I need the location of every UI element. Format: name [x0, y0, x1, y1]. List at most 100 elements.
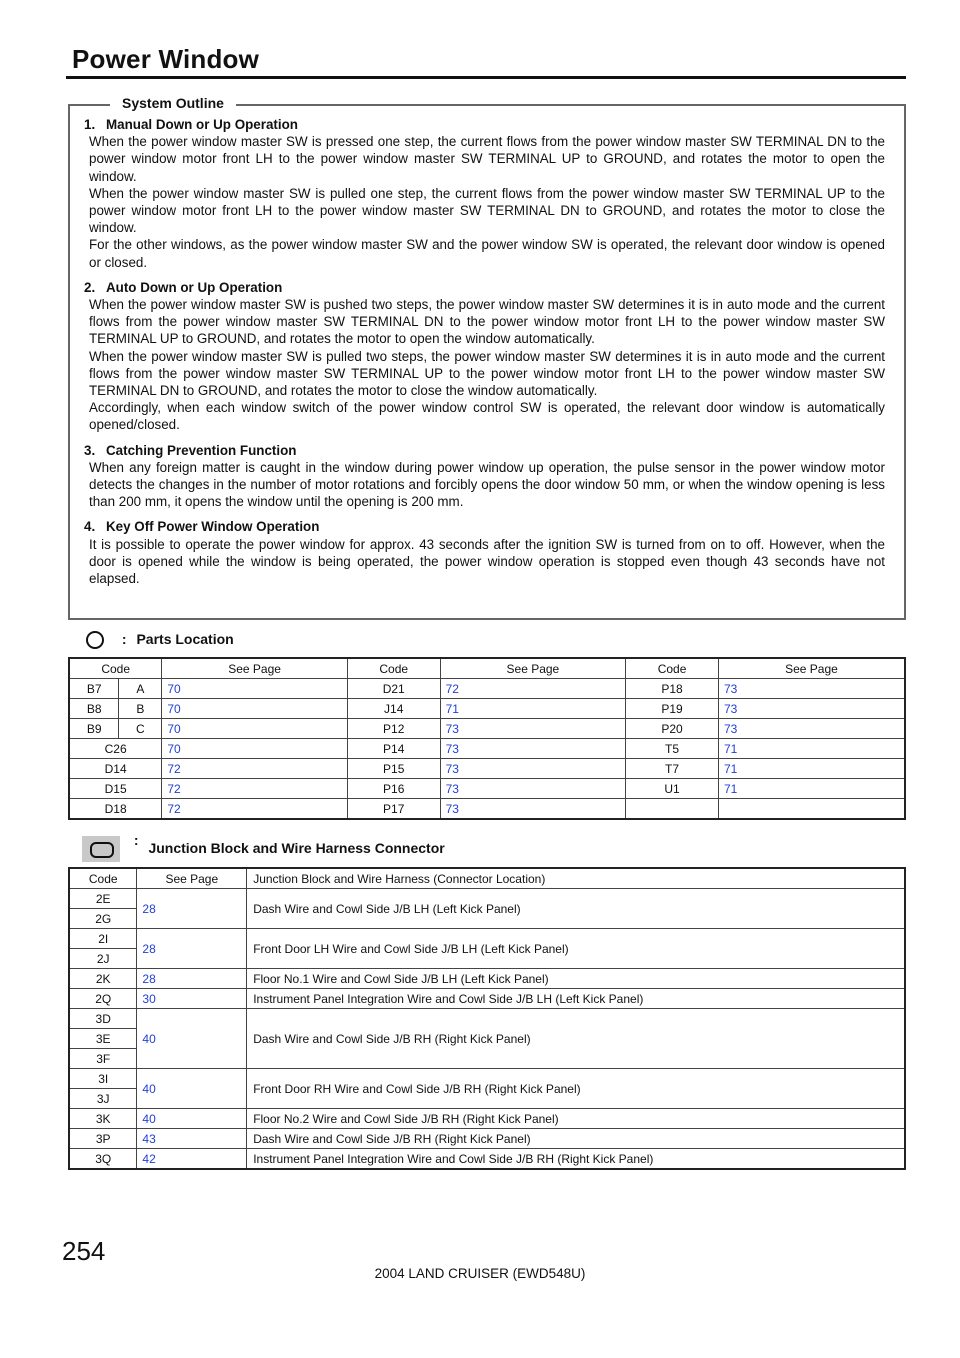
connector-location-cell: Dash Wire and Cowl Side J/B LH (Left Kic…	[246, 888, 906, 929]
see-page-link[interactable]: 28	[136, 888, 248, 929]
see-page-link[interactable]: 70	[161, 738, 348, 759]
section-number: 1.	[84, 117, 96, 132]
code-cell: J14	[346, 698, 441, 719]
see-page-link[interactable]: 70	[161, 678, 348, 699]
connector-location-cell: Instrument Panel Integration Wire and Co…	[246, 1148, 906, 1170]
see-page-link[interactable]: 71	[717, 758, 906, 779]
connector-marker-icon	[82, 836, 120, 862]
see-page-link[interactable]: 71	[717, 738, 906, 759]
parts-location-colon: :	[121, 631, 127, 647]
header-see-page: See Page	[439, 657, 627, 679]
junction-table: Code See Page Junction Block and Wire Ha…	[68, 867, 906, 1170]
section-number: 4.	[84, 519, 96, 535]
circle-marker-icon	[86, 631, 104, 650]
see-page-link[interactable]: 73	[439, 718, 627, 739]
junction-label: Junction Block and Wire Harness Connecto…	[148, 839, 445, 856]
outline-paragraph: When any foreign matter is caught in the…	[89, 459, 885, 510]
see-page-link[interactable]: 73	[717, 678, 906, 699]
header-see-page: See Page	[161, 657, 348, 679]
see-page-link[interactable]: 28	[136, 968, 248, 989]
section-number: 2.	[84, 279, 96, 295]
code-cell: 3P	[68, 1128, 138, 1149]
see-page-link[interactable]: 73	[717, 718, 906, 739]
see-page-link[interactable]: 73	[439, 778, 627, 799]
see-page-link[interactable]: 72	[161, 778, 348, 799]
code-cell: D21	[346, 678, 441, 699]
code-cell: 3K	[68, 1108, 138, 1129]
parts-location-table: Code See Page Code See Page Code See Pag…	[68, 657, 906, 820]
see-page-link[interactable]: 42	[136, 1148, 248, 1170]
code-cell: P17	[346, 798, 441, 820]
outline-section-heading: 3.Catching Prevention Function	[84, 442, 885, 459]
outline-paragraph: For the other windows, as the power wind…	[89, 237, 885, 270]
code-cell: 2I	[68, 928, 138, 949]
code-cell: B8	[68, 698, 120, 719]
see-page-link[interactable]: 28	[136, 928, 248, 969]
connector-location-cell: Front Door RH Wire and Cowl Side J/B RH …	[246, 1068, 906, 1109]
system-outline-box	[68, 104, 906, 620]
outline-section-heading: 4. Key Off Power Window Operation	[84, 518, 885, 535]
section-number: 3.	[84, 442, 96, 458]
code-cell: T7	[625, 758, 719, 779]
see-page-link[interactable]: 40	[136, 1108, 248, 1129]
see-page-link	[717, 798, 906, 820]
see-page-link[interactable]: 73	[717, 698, 906, 719]
code-cell: U1	[625, 778, 719, 799]
outline-paragraph: When the power window master SW is pulle…	[89, 185, 885, 236]
code-cell: 3J	[68, 1088, 138, 1109]
see-page-link[interactable]: 73	[439, 758, 627, 779]
code-cell: 2K	[68, 968, 138, 989]
see-page-link[interactable]: 40	[136, 1068, 248, 1109]
see-page-link[interactable]: 72	[439, 678, 627, 699]
code-suffix-cell: B	[118, 698, 163, 719]
outline-paragraph: When the power window master SW is pushe…	[89, 297, 885, 347]
header-see-page: See Page	[136, 867, 248, 889]
code-cell	[625, 798, 719, 820]
see-page-link[interactable]: 72	[161, 798, 348, 820]
page-title: Power Window	[72, 44, 260, 74]
see-page-link[interactable]: 43	[136, 1128, 248, 1149]
see-page-link[interactable]: 70	[161, 698, 348, 719]
see-page-link[interactable]: 73	[439, 798, 627, 820]
header-see-page: See Page	[717, 657, 906, 679]
junction-header-row: Code See Page Junction Block and Wire Ha…	[68, 867, 906, 889]
code-cell: 3Q	[68, 1148, 138, 1170]
code-cell: 3F	[68, 1048, 138, 1069]
section-title: Key Off Power Window Operation	[106, 519, 320, 535]
code-cell: D15	[68, 778, 163, 799]
junction-legend: : Junction Block and Wire Harness Connec…	[82, 832, 445, 862]
parts-location-header-row: Code See Page Code See Page Code See Pag…	[68, 657, 906, 679]
see-page-link[interactable]: 70	[161, 718, 348, 739]
see-page-link[interactable]: 71	[439, 698, 627, 719]
connector-location-cell: Front Door LH Wire and Cowl Side J/B LH …	[246, 928, 906, 969]
code-cell: P18	[625, 678, 719, 699]
see-page-link[interactable]: 73	[439, 738, 627, 759]
code-cell: B7	[68, 678, 120, 699]
code-cell: 3D	[68, 1008, 138, 1029]
table-row: 3J	[68, 1088, 905, 1109]
header-code: Code	[68, 867, 138, 889]
outline-paragraph: Accordingly, when each window switch of …	[89, 400, 885, 433]
outline-paragraph: When the power window master SW is pulle…	[89, 348, 885, 399]
see-page-link[interactable]: 30	[136, 988, 248, 1009]
see-page-link[interactable]: 72	[161, 758, 348, 779]
outline-paragraph: When the power window master SW is press…	[89, 134, 885, 184]
header-code: Code	[346, 657, 441, 679]
outline-section-heading: 2.Auto Down or Up Operation	[84, 279, 885, 296]
code-cell: P15	[346, 758, 441, 779]
code-cell: P19	[625, 698, 719, 719]
code-cell: D18	[68, 798, 163, 820]
see-page-link[interactable]: 71	[717, 778, 906, 799]
see-page-link[interactable]: 40	[136, 1008, 248, 1069]
